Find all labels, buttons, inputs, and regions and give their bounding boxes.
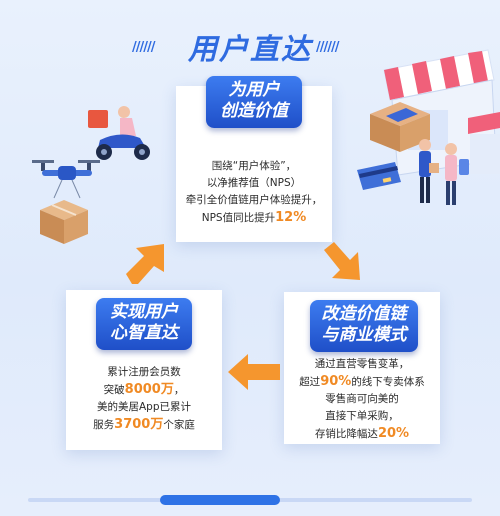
card-text-line: 突破8000万， <box>66 381 222 399</box>
card-create-value: 为用户 创造价值 围绕“用户体验”， 以净推荐值（NPS） 牵引全价值链用户体验提升… <box>176 76 332 242</box>
text-fragment: ， <box>173 384 185 396</box>
drone-icon <box>32 160 100 199</box>
highlight-value: 8000万 <box>124 382 174 397</box>
highlight-value: 3700万 <box>114 417 164 432</box>
highlight-value: 20% <box>377 426 410 441</box>
text-fragment: 牵引全价值链用户体验提升， <box>185 194 323 206</box>
scroll-thumb[interactable] <box>160 495 280 505</box>
card-transform-value-chain-text: 通过直营零售变革， 超过90%的线下专卖体系零售商可向美的直接下单采购， 存销比降幅… <box>284 356 440 443</box>
card-direct-user-mind-badge: 实现用户 心智直达 <box>96 298 192 350</box>
card-transform-value-chain: 改造价值链 与商业模式 通过直营零售变革， 超过90%的线下专卖体系零售商可向美的… <box>284 292 440 444</box>
text-fragment: 存销比降幅达 <box>314 428 378 440</box>
card-text-line: 超过90%的线下专卖体系 <box>284 373 440 391</box>
text-fragment: 以净推荐值（NPS） <box>206 177 302 189</box>
text-fragment: 累计注册会员数 <box>107 366 181 378</box>
card-text-line: 存销比降幅达20% <box>284 425 440 443</box>
text-fragment: 直接下单采购， <box>325 410 399 422</box>
highlight-value: 90% <box>320 374 352 389</box>
storefront-side-icon <box>468 112 500 174</box>
arrow-up-right-icon <box>126 244 164 284</box>
card-text-line: NPS值同比提升12% <box>176 209 332 227</box>
card-text-line: 零售商可向美的 <box>284 391 440 408</box>
badge-line-1: 为用户 <box>228 80 280 100</box>
badge-line-1: 改造价值链 <box>321 304 407 324</box>
card-text-line: 围绕“用户体验”， <box>176 158 332 175</box>
card-direct-user-mind: 实现用户 心智直达 累计注册会员数突破8000万，美的美居App已累计服务370… <box>66 290 222 450</box>
text-fragment: 通过直营零售变革， <box>314 358 410 370</box>
arrow-down-right-icon <box>324 242 360 280</box>
badge-line-2: 创造价值 <box>220 101 288 121</box>
card-text-line: 美的美居App已累计 <box>66 399 222 416</box>
package-counter-icon <box>370 102 430 152</box>
parcel-box-icon <box>40 200 88 244</box>
card-create-value-badge: 为用户 创造价值 <box>206 76 302 128</box>
card-text-line: 以净推荐值（NPS） <box>176 175 332 192</box>
text-fragment: 突破 <box>103 384 125 396</box>
card-text-line: 通过直营零售变革， <box>284 356 440 373</box>
card-create-value-text: 围绕“用户体验”， 以净推荐值（NPS） 牵引全价值链用户体验提升， NPS值同比提升… <box>176 158 332 227</box>
card-text-line: 直接下单采购， <box>284 408 440 425</box>
arrow-left-icon <box>228 354 280 390</box>
badge-line-2: 心智直达 <box>110 323 178 343</box>
text-fragment: NPS值同比提升 <box>201 212 276 224</box>
badge-line-2: 与商业模式 <box>321 325 407 345</box>
title-left-decoration: ////// <box>132 40 155 55</box>
delivery-scooter-icon <box>88 106 150 160</box>
card-direct-user-mind-text: 累计注册会员数突破8000万，美的美居App已累计服务3700万个家庭 <box>66 364 222 434</box>
title-block: ////// 用户直达 ////// <box>0 22 500 66</box>
card-text-line: 牵引全价值链用户体验提升， <box>176 192 332 209</box>
badge-line-1: 实现用户 <box>110 302 178 322</box>
card-transform-value-chain-badge: 改造价值链 与商业模式 <box>310 300 418 352</box>
credit-card-icon <box>357 162 401 190</box>
page-title: 用户直达 <box>187 32 312 66</box>
card-text-line: 服务3700万个家庭 <box>66 416 222 434</box>
text-fragment: 超过 <box>299 376 321 388</box>
text-fragment: 零售商可向美的 <box>325 393 399 405</box>
text-fragment: 个家庭 <box>163 419 195 431</box>
text-fragment: 美的美居App已累计 <box>96 401 191 413</box>
highlight-value: 12% <box>275 210 307 225</box>
text-fragment: 服务 <box>93 419 115 431</box>
text-fragment: 的线下专卖体系 <box>351 376 425 388</box>
text-fragment: 围绕“用户体验”， <box>211 160 297 172</box>
title-right-decoration: ////// <box>316 40 339 55</box>
card-text-line: 累计注册会员数 <box>66 364 222 381</box>
shopping-people-icon <box>419 139 469 205</box>
